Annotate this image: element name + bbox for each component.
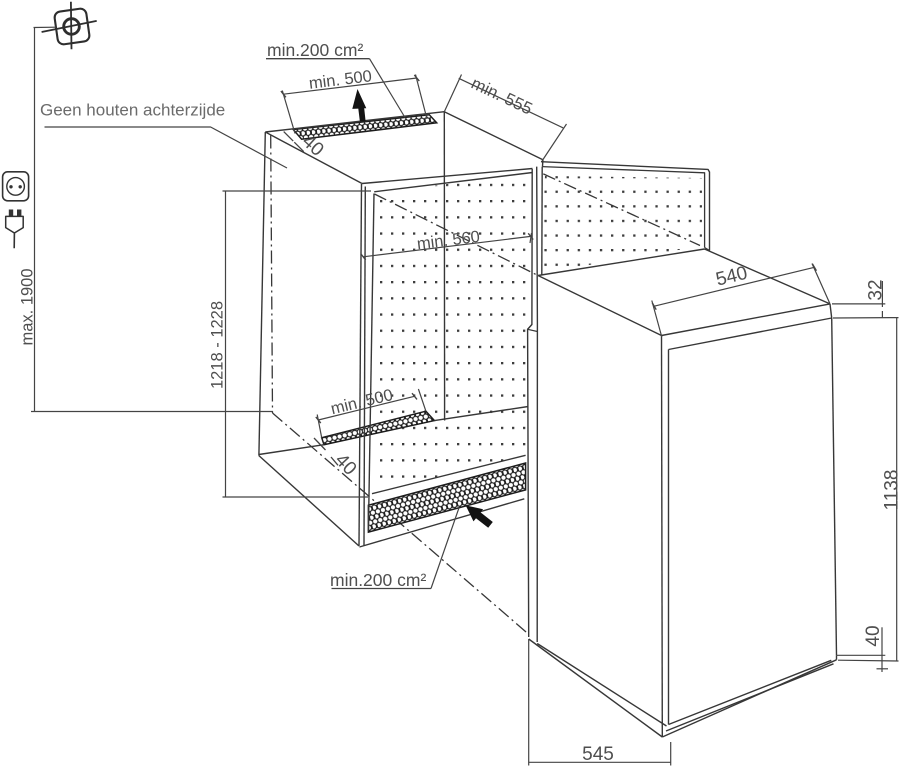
svg-text:max. 1900: max. 1900 (19, 268, 37, 345)
svg-text:1218 - 1228: 1218 - 1228 (209, 301, 227, 389)
svg-text:min.200 cm²: min.200 cm² (330, 570, 426, 590)
svg-text:min.200 cm²: min.200 cm² (267, 40, 363, 60)
svg-text:Geen houten achterzijde: Geen houten achterzijde (40, 101, 225, 120)
svg-text:1138: 1138 (882, 470, 900, 511)
svg-text:32: 32 (866, 279, 887, 300)
svg-text:40: 40 (863, 625, 884, 646)
svg-text:545: 545 (582, 744, 614, 765)
